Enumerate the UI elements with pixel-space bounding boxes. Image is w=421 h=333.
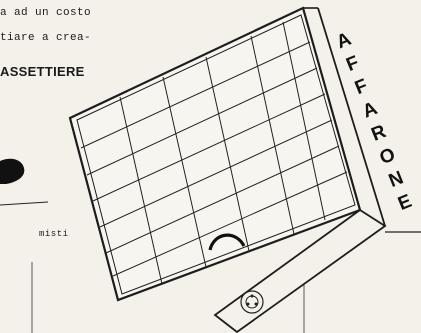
knob-dot — [251, 295, 254, 298]
stamp-letter: R — [368, 121, 389, 146]
knob-dot — [255, 303, 258, 306]
knob-outer — [241, 291, 263, 313]
stamp-letter: E — [395, 191, 415, 215]
stamp-letter: F — [343, 52, 362, 76]
stamp-letter: N — [386, 167, 407, 192]
stamp-letter: O — [377, 144, 399, 169]
knob-dot — [247, 303, 250, 306]
stamp-letter: A — [334, 28, 355, 53]
black-shape-edge — [0, 159, 24, 184]
stamp-letter: A — [360, 98, 381, 123]
stamp-letter: F — [352, 75, 371, 99]
rule-line-left — [0, 202, 48, 205]
